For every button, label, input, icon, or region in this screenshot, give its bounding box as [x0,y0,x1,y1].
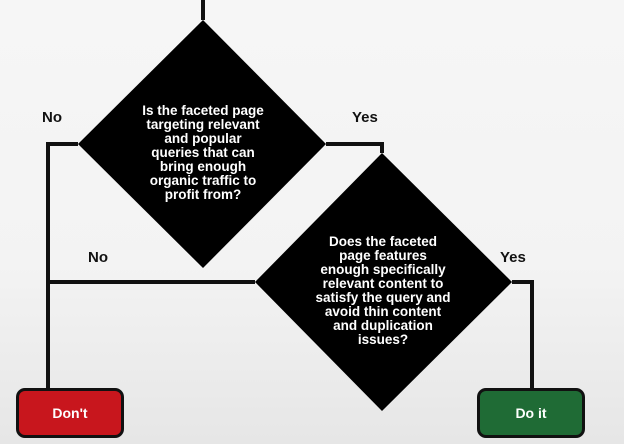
question-1-line: targeting relevant [146,117,260,132]
q2-no-label: No [88,249,108,266]
question-2-line: and duplication [333,318,433,333]
q2-yes-label: Yes [500,249,526,266]
question-2-line: satisfy the query and [315,290,451,305]
connector-q2-yes [512,280,534,392]
do-it-outcome-label: Do it [515,405,547,421]
q1-no-label: No [42,109,62,126]
question-1-line: Is the faceted page [142,103,264,118]
question-1-line: profit from? [164,187,242,202]
connector-q1-yes [326,142,384,153]
question-1-line: queries that can [151,145,255,160]
do-it-outcome-box: Do it [477,388,585,438]
question-2-line: issues? [357,332,409,347]
connector-q1-no [46,142,78,392]
question-2-line: page features [339,248,427,263]
question-2-line: enough specifically [320,262,446,277]
question-1-line: bring enough [159,159,247,174]
question-1-line: and popular [164,131,242,146]
question-2-line: avoid thin content [324,304,442,319]
decision-diamond-q1 [78,20,326,268]
q1-yes-label: Yes [352,109,378,126]
question-1-text: Is the faceted page targeting relevant a… [113,104,293,202]
dont-outcome-box: Don't [16,388,124,438]
dont-outcome-label: Don't [52,405,88,421]
question-2-text: Does the faceted page features enough sp… [283,235,483,347]
question-1-line: organic traffic to [149,173,257,188]
decision-diamond-q2 [255,153,512,411]
question-2-line: relevant content to [322,276,444,291]
question-2-line: Does the faceted [328,234,438,249]
